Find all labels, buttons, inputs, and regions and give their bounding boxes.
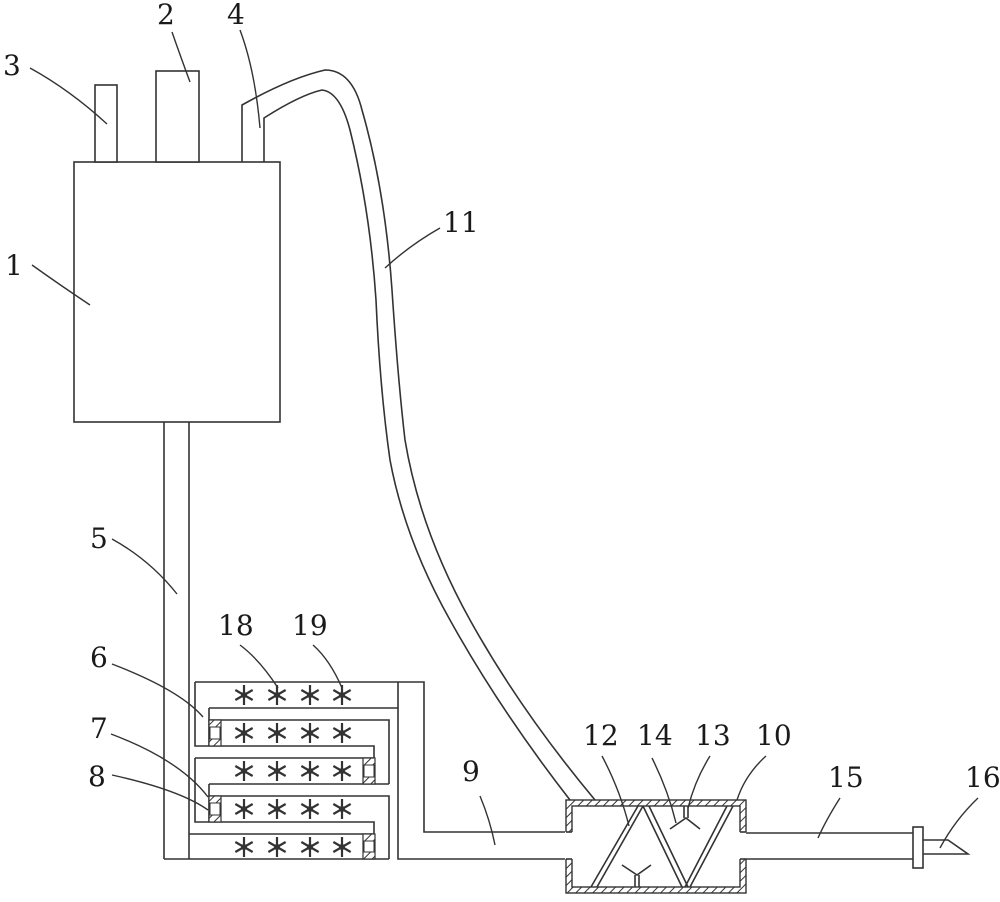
mixing-chamber: [565, 800, 747, 893]
label-6: 6: [90, 641, 108, 674]
label-7: 7: [90, 712, 108, 745]
inlet-center: [156, 71, 199, 162]
fan-impeller-icon: [333, 723, 350, 743]
fan-impeller-icon: [268, 761, 285, 781]
label-19: 19: [292, 609, 328, 642]
fan-impeller-icon: [235, 685, 252, 705]
fan-impeller-icon: [333, 837, 350, 857]
label-15: 15: [828, 761, 864, 794]
fan-impeller-icon: [235, 761, 252, 781]
label-18: 18: [218, 609, 254, 642]
label-8: 8: [88, 760, 106, 793]
fan-impeller-icon: [333, 799, 350, 819]
fan-impeller-icon: [268, 723, 285, 743]
label-13: 13: [695, 719, 731, 752]
label-9: 9: [462, 755, 480, 788]
fan-impeller-icon: [333, 761, 350, 781]
fan-impeller-icon: [301, 723, 318, 743]
label-14: 14: [637, 719, 673, 752]
discharge-pipe: [746, 827, 968, 868]
fan-impeller-icon: [235, 837, 252, 857]
label-5: 5: [90, 522, 108, 555]
fan-impeller-icon: [235, 723, 252, 743]
label-16: 16: [965, 761, 1000, 794]
label-10: 10: [756, 719, 792, 752]
fan-impeller-icon: [301, 761, 318, 781]
tank-body: [74, 162, 280, 422]
fan-impeller-icon: [268, 799, 285, 819]
fan-array: [235, 685, 350, 857]
label-11: 11: [443, 206, 479, 239]
fan-impeller-icon: [235, 799, 252, 819]
label-4: 4: [227, 0, 245, 31]
label-1: 1: [5, 249, 23, 282]
outlet-connector: [242, 70, 595, 800]
fan-impeller-icon: [268, 837, 285, 857]
fan-impeller-icon: [268, 685, 285, 705]
label-3: 3: [3, 49, 21, 82]
fan-impeller-icon: [301, 799, 318, 819]
hatched-blocks: [209, 720, 375, 859]
label-12: 12: [583, 719, 619, 752]
fan-impeller-icon: [301, 837, 318, 857]
fan-impeller-icon: [301, 685, 318, 705]
label-2: 2: [157, 0, 175, 31]
